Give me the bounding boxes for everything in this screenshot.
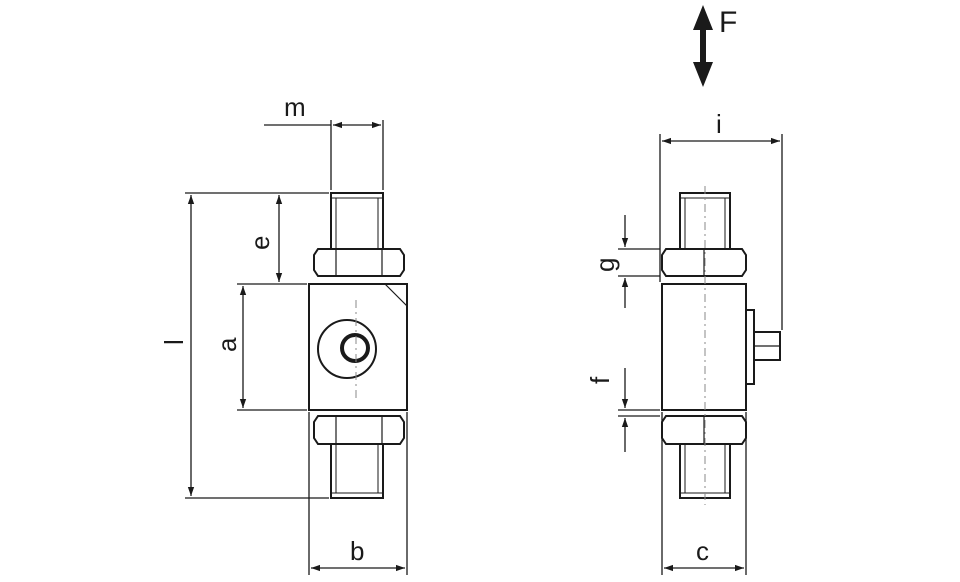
side-top-hex-nut <box>661 248 747 277</box>
label-b: b <box>350 536 364 566</box>
force-arrow-up-head <box>693 5 713 30</box>
label-l: l <box>159 339 189 345</box>
front-bottom-hex-nut <box>313 415 405 445</box>
front-bottom-threaded-rod <box>330 443 384 499</box>
label-a: a <box>212 337 242 352</box>
label-f: f <box>585 376 615 384</box>
side-bottom-threaded-rod <box>679 443 731 499</box>
front-bore-inner <box>340 333 370 363</box>
force-arrow-down-head <box>693 62 713 87</box>
front-top-threaded-rod <box>330 192 384 250</box>
label-c: c <box>696 536 709 566</box>
side-dimensions: i g f c <box>585 109 783 575</box>
front-sensor-body <box>308 283 408 411</box>
front-view <box>308 192 408 499</box>
side-bottom-hex-nut <box>661 415 747 445</box>
label-g: g <box>590 258 620 272</box>
force-arrow: F <box>693 5 737 87</box>
side-view <box>661 186 781 505</box>
label-m: m <box>284 92 306 122</box>
side-sensor-body <box>661 283 747 411</box>
side-cable-connector <box>745 309 781 385</box>
label-force: F <box>719 6 737 39</box>
front-dimensions: m l e a b <box>159 92 408 575</box>
label-i: i <box>716 109 722 139</box>
front-top-hex-nut <box>313 248 405 277</box>
side-top-threaded-rod <box>679 192 731 250</box>
label-e: e <box>245 236 275 250</box>
